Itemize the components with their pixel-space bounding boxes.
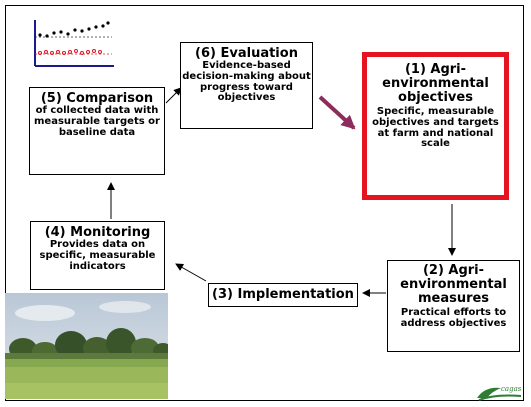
- plot-points-top: [38, 21, 110, 38]
- box-5-title: (5) Comparison: [40, 91, 154, 106]
- box-3-title: (3) Implementation: [212, 287, 354, 302]
- arrow-6-to-1: [318, 95, 356, 130]
- logo-text: cagas: [501, 385, 522, 393]
- plot-points-bottom: [38, 49, 102, 55]
- box-2-body: Practical efforts to address objectives: [400, 307, 507, 329]
- box-4-title: (4) Monitoring: [44, 225, 151, 240]
- box-5-body: of collected data with measurable target…: [34, 105, 160, 138]
- box-1-title: (1) Agri-environmental objectives: [382, 62, 489, 106]
- box-agri-environmental-objectives: (1) Agri-environmental objectives Specif…: [362, 52, 509, 200]
- slide-frame: [5, 5, 524, 401]
- box-6-title: (6) Evaluation: [195, 46, 298, 61]
- box-6-body: Evidence-based decision-making about pro…: [182, 60, 311, 104]
- box-1-body: Specific, measurable objectives and targ…: [372, 106, 499, 150]
- box-evaluation: (6) Evaluation Evidence-based decision-m…: [180, 42, 313, 129]
- box-2-title: (2) Agri-environmental measures: [400, 263, 507, 307]
- landscape-photo: [5, 293, 168, 399]
- box-comparison: (5) Comparison of collected data with me…: [29, 87, 165, 175]
- box-implementation: (3) Implementation: [208, 283, 358, 307]
- box-monitoring: (4) Monitoring Provides data on specific…: [30, 221, 165, 290]
- arrow-5-to-6: [165, 87, 182, 104]
- box-agri-environmental-measures: (2) Agri-environmental measures Practica…: [387, 260, 520, 352]
- cagas-logo: cagas: [475, 380, 525, 402]
- box-4-body: Provides data on specific, measurable in…: [39, 239, 156, 272]
- arrow-3-to-4: [175, 263, 207, 282]
